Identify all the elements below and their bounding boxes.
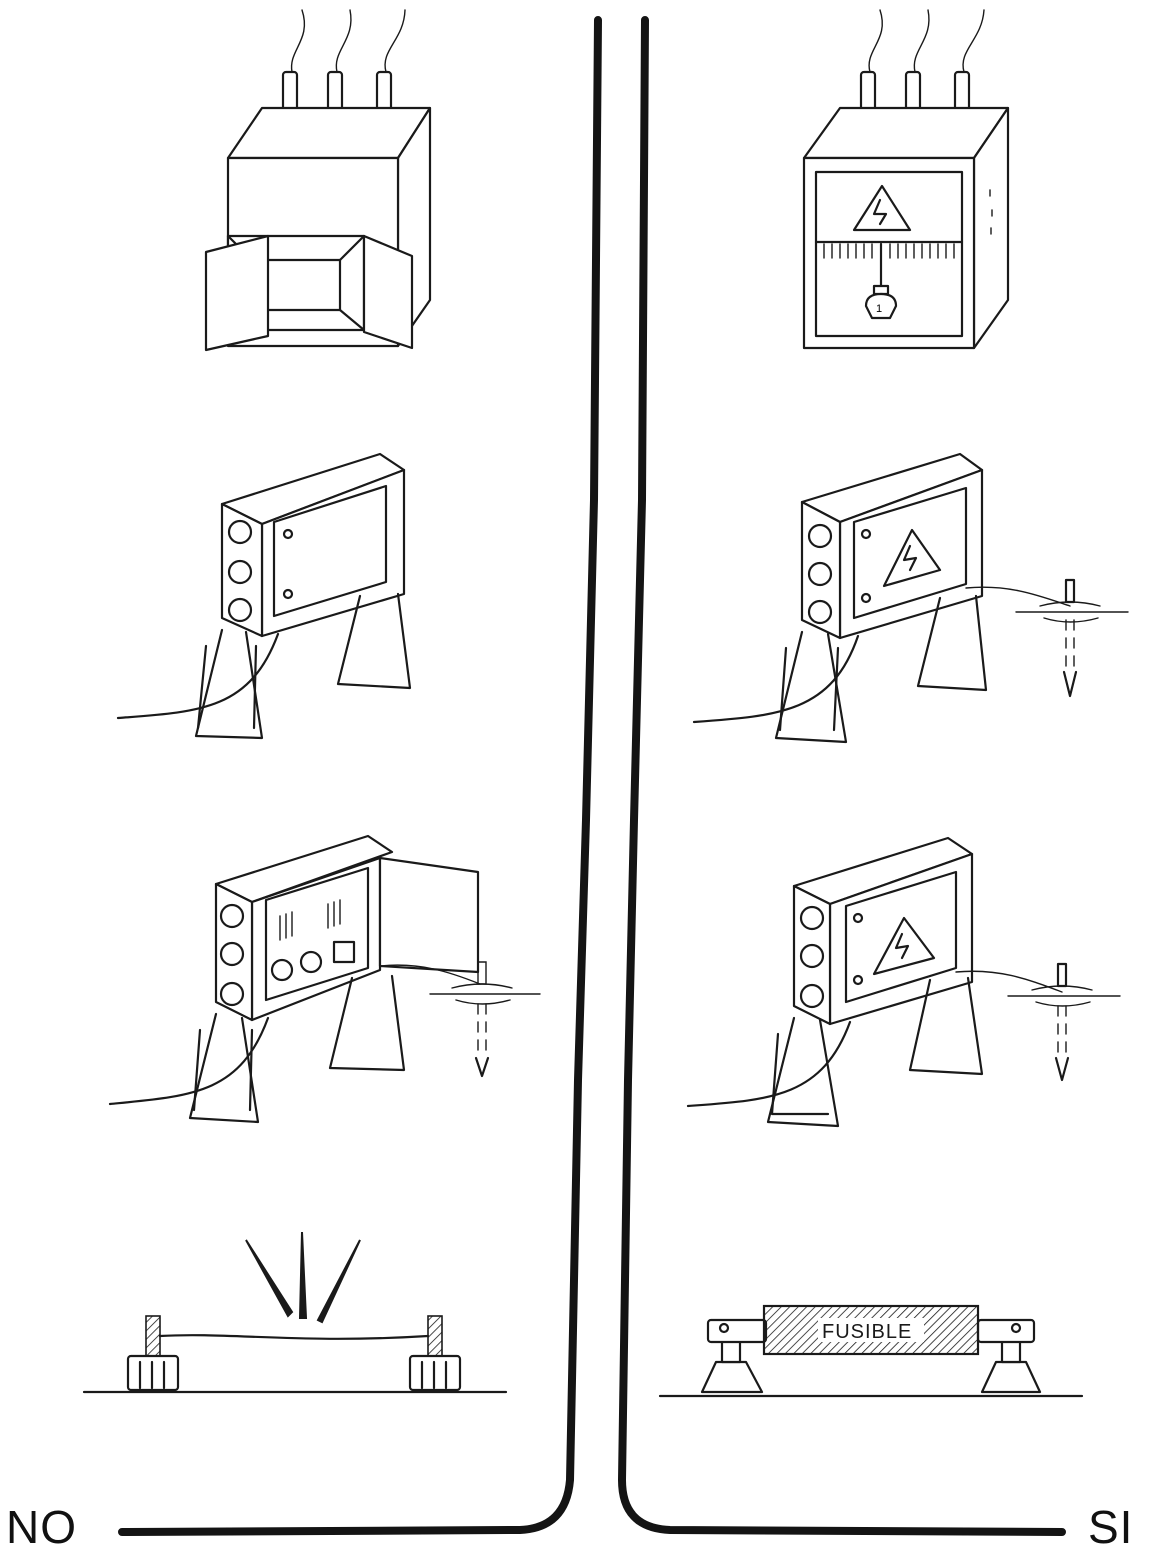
panel-with-ground: [694, 454, 1128, 742]
fuse-label: FUSIBLE: [822, 1321, 912, 1343]
label-si: SI: [1088, 1504, 1133, 1550]
label-no: NO: [6, 1504, 77, 1550]
panel-closed-with-ground: [688, 838, 1120, 1126]
bare-wire-no-fuse: [84, 1232, 506, 1392]
ground-rod-icon: [430, 962, 540, 1076]
sparks-icon: [246, 1232, 360, 1322]
panel-open-door: [110, 836, 540, 1122]
open-transformer-box: [206, 10, 430, 350]
closed-transformer-box: 1: [804, 10, 1008, 348]
ground-rod-icon: [1016, 580, 1128, 696]
panel-no-ground: [118, 454, 410, 738]
ground-rod-icon: [1008, 964, 1120, 1080]
fuse-assembly: FUSIBLE: [660, 1306, 1082, 1396]
bulb-number: 1: [876, 303, 882, 315]
